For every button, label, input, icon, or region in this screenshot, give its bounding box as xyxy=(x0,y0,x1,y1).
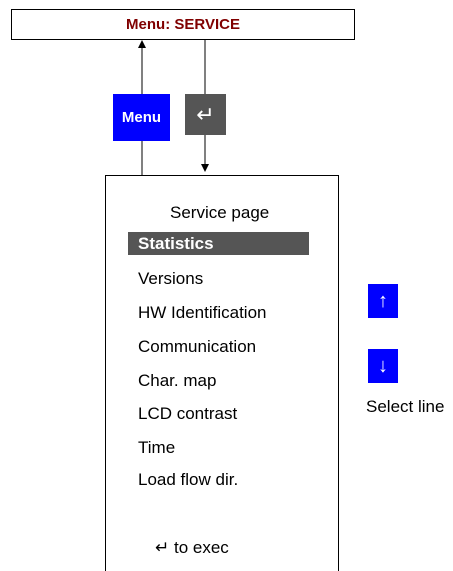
exec-hint: ↵ to exec xyxy=(155,538,229,557)
enter-icon: ↵ xyxy=(196,101,215,127)
menu-item-statistics[interactable]: Statistics xyxy=(128,232,309,255)
menu-item-communication[interactable]: Communication xyxy=(138,337,257,356)
menu-button-label: Menu xyxy=(121,109,162,126)
menu-item-load-flow-dir[interactable]: Load flow dir. xyxy=(138,470,239,489)
menu-item-hw-identification[interactable]: HW Identification xyxy=(138,303,267,322)
enter-button[interactable]: ↵ xyxy=(185,94,226,135)
up-key[interactable]: ↑ xyxy=(368,284,398,318)
menu-title-box: Menu: SERVICE xyxy=(11,9,355,40)
menu-item-char-map[interactable]: Char. map xyxy=(138,371,217,390)
menu-item-versions[interactable]: Versions xyxy=(138,269,204,288)
panel-title: Service page xyxy=(170,203,270,222)
menu-item-lcd-contrast[interactable]: LCD contrast xyxy=(138,404,238,423)
menu-title: Menu: SERVICE xyxy=(126,16,240,33)
select-line-label: Select line xyxy=(366,397,445,416)
menu-button[interactable]: Menu xyxy=(113,94,170,141)
down-key[interactable]: ↓ xyxy=(368,349,398,383)
arrow-down-icon: ↓ xyxy=(378,354,388,377)
arrow-up-icon: ↑ xyxy=(378,289,388,312)
menu-item-time[interactable]: Time xyxy=(138,438,176,457)
